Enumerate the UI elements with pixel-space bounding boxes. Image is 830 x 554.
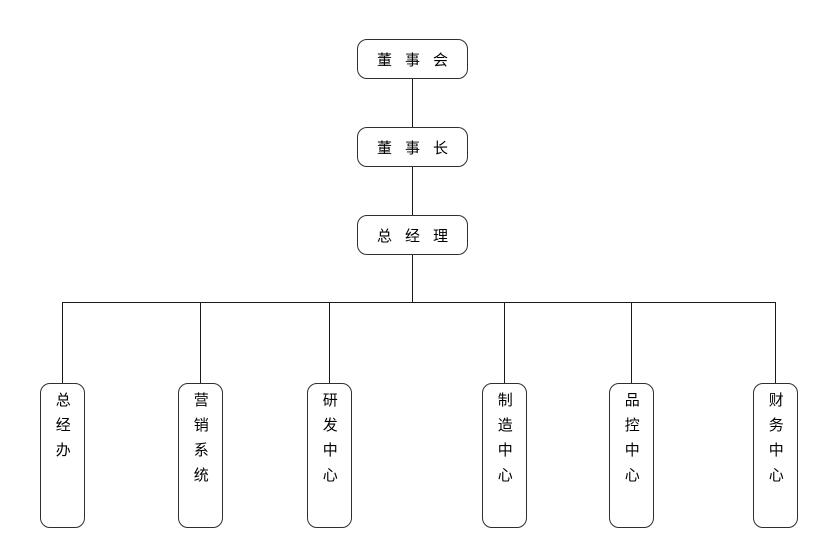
connector-drop-finance-center bbox=[775, 302, 776, 383]
node-chairman-label: 董事长 bbox=[376, 138, 461, 157]
node-dept-general-office-label: 总经办 bbox=[53, 392, 72, 467]
node-general-manager: 总经理 bbox=[357, 215, 468, 255]
connector-drop-rnd-center bbox=[329, 302, 330, 383]
connector-gm-to-bus bbox=[412, 255, 413, 302]
node-dept-marketing-system: 营销系统 bbox=[178, 383, 223, 528]
connector-board-to-chairman bbox=[412, 79, 413, 127]
node-dept-quality-control-center: 品控中心 bbox=[609, 383, 654, 528]
connector-drop-general-office bbox=[62, 302, 63, 383]
node-board-of-directors: 董事会 bbox=[357, 39, 468, 79]
node-general-manager-label: 总经理 bbox=[376, 226, 461, 245]
node-board-of-directors-label: 董事会 bbox=[376, 50, 461, 69]
node-dept-manufacturing-center-label: 制造中心 bbox=[495, 392, 514, 492]
connector-chairman-to-gm bbox=[412, 167, 413, 215]
node-dept-finance-center-label: 财务中心 bbox=[766, 392, 785, 492]
connector-drop-quality-control-center bbox=[631, 302, 632, 383]
node-dept-rnd-center: 研发中心 bbox=[307, 383, 352, 528]
connector-drop-manufacturing-center bbox=[504, 302, 505, 383]
node-chairman: 董事长 bbox=[357, 127, 468, 167]
node-dept-marketing-system-label: 营销系统 bbox=[191, 392, 210, 492]
node-dept-rnd-center-label: 研发中心 bbox=[320, 392, 339, 492]
connector-drop-marketing-system bbox=[200, 302, 201, 383]
node-dept-general-office: 总经办 bbox=[40, 383, 85, 528]
node-dept-finance-center: 财务中心 bbox=[753, 383, 798, 528]
node-dept-quality-control-center-label: 品控中心 bbox=[622, 392, 641, 492]
connector-bus bbox=[62, 302, 776, 303]
node-dept-manufacturing-center: 制造中心 bbox=[482, 383, 527, 528]
